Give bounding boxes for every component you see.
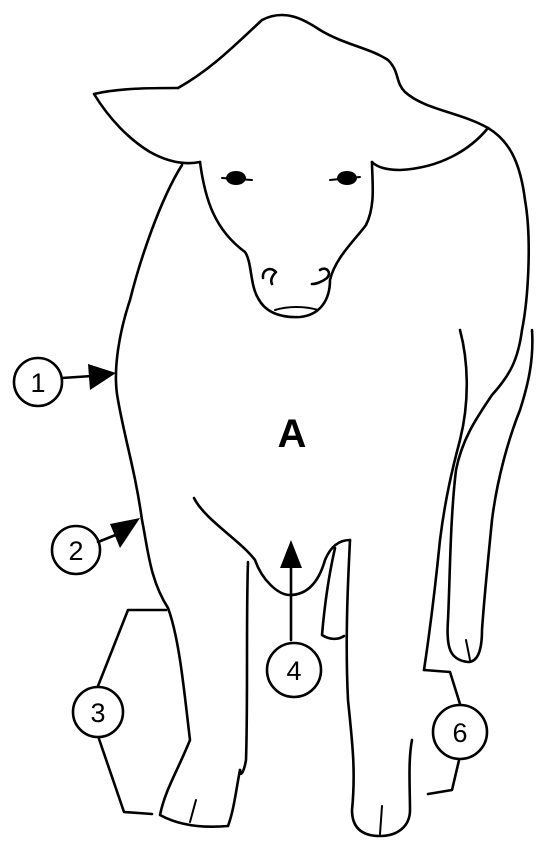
callout-1-label: 1: [30, 368, 45, 398]
poll-outline: [178, 15, 488, 128]
callout-4-label: 4: [286, 656, 301, 686]
right-shoulder-line: [424, 330, 467, 670]
left-foreleg-inner: [240, 562, 248, 774]
left-ear: [94, 88, 200, 163]
right-ear: [372, 128, 488, 170]
right-nostril: [312, 269, 329, 284]
left-body-outline: [116, 165, 240, 827]
hind-hoof-claw: [466, 640, 470, 660]
mouth-line: [275, 307, 318, 310]
callout-3-label: 3: [90, 698, 105, 728]
callout-4: 4: [267, 540, 321, 697]
right-hoof-claw: [380, 806, 382, 834]
callout-6: 6: [424, 670, 487, 794]
callout-2: 2: [52, 518, 140, 574]
brisket-outline: [194, 498, 350, 595]
region-label-a: A: [278, 412, 307, 456]
face-outline: [200, 162, 373, 317]
callout-1: 1: [14, 358, 116, 406]
right-body-outline: [448, 128, 533, 662]
left-hoof-claw: [190, 800, 196, 822]
callout-6-label: 6: [452, 718, 467, 748]
callout-2-label: 2: [68, 536, 83, 566]
right-foreleg-outer: [347, 540, 412, 836]
callout-3: 3: [73, 610, 166, 814]
left-nostril: [263, 269, 276, 284]
